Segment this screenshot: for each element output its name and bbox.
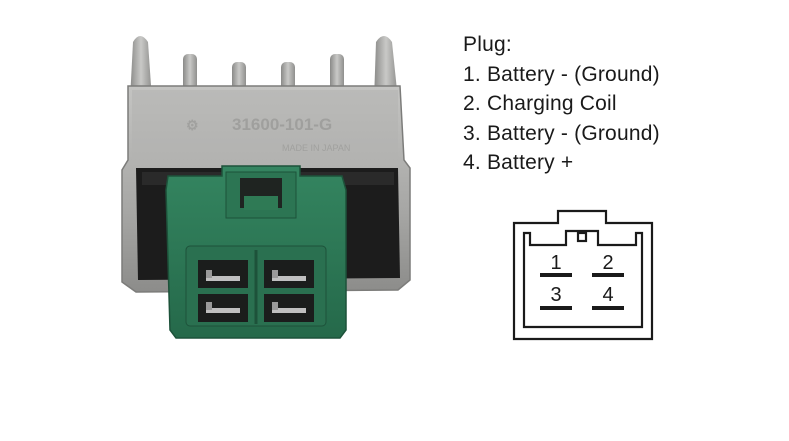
embossed-part-number: ⚙ 31600-101-G MADE IN JAPAN <box>186 115 350 153</box>
legend-title: Plug: <box>463 33 512 56</box>
connector-pin-diagram: 1 2 3 4 <box>512 209 654 341</box>
plug-terminals <box>198 260 314 322</box>
green-plug <box>165 165 347 339</box>
pin-3-label: 3 <box>550 284 561 306</box>
svg-text:31600-101-G: 31600-101-G <box>232 115 332 134</box>
connector-key <box>576 231 588 243</box>
svg-text:MADE IN JAPAN: MADE IN JAPAN <box>282 143 350 153</box>
legend-item-2: 2. Charging Coil <box>463 92 617 115</box>
pin-3-bar <box>540 306 572 310</box>
legend-item-1: 1. Battery - (Ground) <box>463 62 660 86</box>
pin-4-label: 4 <box>602 284 613 306</box>
pin-1-bar <box>540 273 572 277</box>
pinout-legend: Plug: 1. Battery - (Ground) 2. Charging … <box>463 30 660 178</box>
pin-2-label: 2 <box>602 252 613 274</box>
pin-2-bar <box>592 273 624 277</box>
pin-4-bar <box>592 306 624 310</box>
legend-item-3: 3. Battery - (Ground) <box>463 121 660 145</box>
svg-text:⚙: ⚙ <box>186 117 199 133</box>
connector-inner-outline <box>522 229 644 329</box>
pin-1-label: 1 <box>550 252 561 274</box>
connector-outline <box>512 209 654 341</box>
legend-item-4: 4. Battery + <box>463 151 574 174</box>
